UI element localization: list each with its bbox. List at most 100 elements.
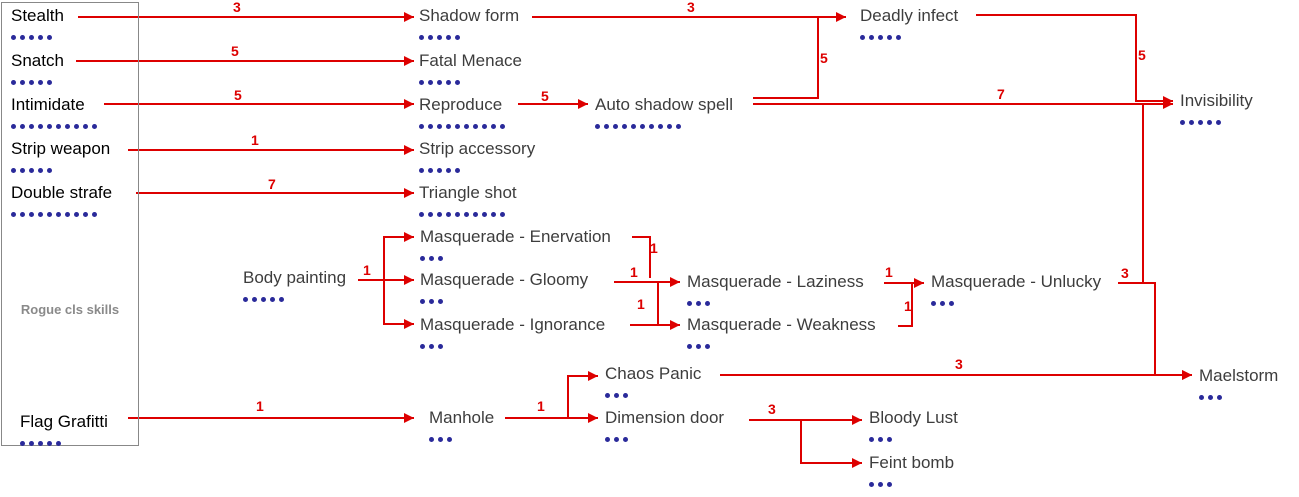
skill-level-dots [20, 436, 108, 446]
skill-node-strip-weapon: Strip weapon [11, 139, 111, 173]
required-level-label: 7 [268, 176, 276, 192]
skill-node-masq-weakness: Masquerade - Weakness [687, 315, 876, 349]
edge-masq-enervation-to-masq-laziness [632, 236, 651, 278]
level-dot [614, 437, 619, 442]
level-dot [428, 212, 433, 217]
level-dot [500, 124, 505, 129]
skill-label: Shadow form [419, 6, 520, 25]
level-dot [429, 344, 434, 349]
skill-node-auto-shadow-spell: Auto shadow spell [595, 95, 733, 129]
level-dot [429, 299, 434, 304]
skill-node-masq-enervation: Masquerade - Enervation [420, 227, 611, 261]
level-dot [455, 212, 460, 217]
required-level-label: 1 [637, 296, 645, 312]
required-level-label: 5 [231, 43, 239, 59]
skill-node-maelstorm: Maelstorm [1199, 366, 1279, 400]
skill-level-dots [429, 432, 494, 442]
level-dot [65, 212, 70, 217]
skill-label: Stealth [11, 6, 64, 25]
level-dot [455, 124, 460, 129]
skill-level-dots [11, 207, 112, 217]
skill-label: Maelstorm [1199, 366, 1279, 385]
skill-node-fatal-menace: Fatal Menace [419, 51, 522, 85]
level-dot [56, 441, 61, 446]
level-dot [869, 437, 874, 442]
level-dot [705, 344, 710, 349]
level-dot [38, 441, 43, 446]
skill-level-dots [605, 388, 701, 398]
skill-node-flag-grafitti: Flag Grafitti [20, 412, 108, 446]
skill-label: Double strafe [11, 183, 113, 202]
level-dot [667, 124, 672, 129]
skill-label: Intimidate [11, 95, 85, 114]
level-dot [38, 212, 43, 217]
level-dot [29, 80, 34, 85]
skill-node-dimension-door: Dimension door [605, 408, 724, 442]
group-label: Rogue cls skills [20, 302, 120, 317]
skill-label: Masquerade - Enervation [420, 227, 611, 246]
edge-auto-shadow-spell-to-deadly-infect [753, 17, 819, 99]
level-dot [20, 212, 25, 217]
skill-label: Strip weapon [11, 139, 111, 158]
level-dot [446, 80, 451, 85]
level-dot [38, 124, 43, 129]
level-dot [419, 212, 424, 217]
level-dot [1208, 395, 1213, 400]
level-dot [491, 212, 496, 217]
level-dot [869, 482, 874, 487]
skill-node-chaos-panic: Chaos Panic [605, 364, 701, 398]
skill-level-dots [860, 30, 958, 40]
skill-label: Fatal Menace [419, 51, 522, 70]
level-dot [446, 168, 451, 173]
skill-level-dots [420, 339, 605, 349]
level-dot [437, 124, 442, 129]
level-dot [464, 124, 469, 129]
skill-node-snatch: Snatch [11, 51, 64, 85]
skill-label: Auto shadow spell [595, 95, 733, 114]
level-dot [20, 35, 25, 40]
level-dot [20, 441, 25, 446]
level-dot [420, 256, 425, 261]
level-dot [446, 124, 451, 129]
level-dot [428, 124, 433, 129]
level-dot [613, 124, 618, 129]
level-dot [428, 168, 433, 173]
level-dot [29, 124, 34, 129]
level-dot [687, 301, 692, 306]
level-dot [437, 212, 442, 217]
skill-level-dots [419, 75, 522, 85]
level-dot [640, 124, 645, 129]
skill-label: Masquerade - Laziness [687, 272, 864, 291]
skill-level-dots [687, 339, 876, 349]
level-dot [92, 212, 97, 217]
level-dot [464, 212, 469, 217]
skill-node-bloody-lust: Bloody Lust [869, 408, 958, 442]
level-dot [1207, 120, 1212, 125]
required-level-label: 5 [541, 88, 549, 104]
level-dot [446, 212, 451, 217]
level-dot [429, 437, 434, 442]
skill-label: Masquerade - Gloomy [420, 270, 589, 289]
level-dot [455, 35, 460, 40]
level-dot [605, 437, 610, 442]
skill-level-dots [11, 30, 64, 40]
skill-level-dots [419, 119, 509, 129]
level-dot [1217, 395, 1222, 400]
skill-label: Reproduce [419, 95, 503, 114]
required-level-label: 1 [650, 240, 658, 256]
skill-node-intimidate: Intimidate [11, 95, 101, 129]
level-dot [20, 80, 25, 85]
skill-label: Masquerade - Unlucky [931, 272, 1102, 291]
skill-node-triangle-shot: Triangle shot [419, 183, 517, 217]
level-dot [65, 124, 70, 129]
skill-level-dots [1199, 390, 1278, 400]
level-dot [437, 80, 442, 85]
level-dot [878, 437, 883, 442]
level-dot [887, 437, 892, 442]
level-dot [38, 80, 43, 85]
level-dot [896, 35, 901, 40]
skill-label: Strip accessory [419, 139, 536, 158]
level-dot [1199, 395, 1204, 400]
level-dot [437, 168, 442, 173]
required-level-label: 3 [1121, 265, 1129, 281]
